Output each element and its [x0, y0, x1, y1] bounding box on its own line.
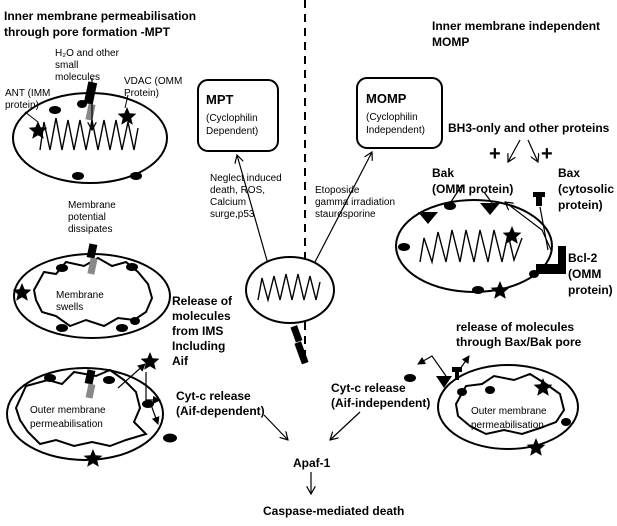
svg-text:(Cyclophilin Dependent): (Cyclophilin Dependent) — [206, 113, 260, 137]
released-molecule — [163, 433, 177, 443]
mitochondrion-pore-formation — [12, 81, 168, 184]
cytc-release-left: Cyt-c release (Aif-dependent) — [176, 389, 265, 418]
plus-sign-left: + — [489, 143, 501, 165]
svg-text:MOMP: MOMP — [366, 91, 407, 106]
membrane-potential-label: Membrane potential dissipates — [68, 200, 119, 235]
mitochondrion-outer-permeabilisation-right — [436, 364, 579, 456]
svg-text:MPT: MPT — [206, 92, 234, 107]
caspase-label: Caspase-mediated death — [263, 504, 404, 518]
release-ims-label: Release of molecules from IMS Including … — [172, 294, 235, 368]
apaf-label: Apaf-1 — [293, 456, 331, 470]
mpt-box: MPT (Cyclophilin Dependent) — [197, 79, 279, 152]
mitochondrion-bak-bax — [395, 199, 566, 299]
momp-box: MOMP (Cyclophilin Independent) — [356, 77, 443, 149]
h2o-label: H₂O and other small molecules — [55, 48, 122, 83]
bax-label: Bax (cytosolic protein) — [558, 166, 617, 212]
release-pore-label: release of molecules through Bax/Bak por… — [456, 320, 582, 349]
left-title: Inner membrane permeabilisation through … — [4, 9, 199, 39]
vdac-label: VDAC (OMM Protein) — [124, 76, 185, 99]
outer-perm-right-label: Outer membrane permeabilisation — [471, 406, 549, 431]
mitochondrion-swelling — [12, 243, 171, 339]
cytc-release-right: Cyt-c release (Aif-independent) — [331, 381, 430, 410]
released-star — [140, 352, 160, 370]
bh3-label: BH3-only and other proteins — [448, 121, 610, 135]
outer-perm-left-label: Outer membrane permeabilisation — [30, 405, 108, 430]
ant-label: ANT (IMM protein) — [5, 88, 53, 111]
bak-label: Bak (OMM protein) — [432, 166, 513, 196]
bcl2-label: Bcl-2 (OMM protein) — [568, 251, 613, 297]
plus-sign-right: + — [541, 143, 553, 165]
mitochondrion-outer-permeabilisation-left — [6, 367, 164, 467]
svg-text:(Cyclophilin Independent: (Cyclophilin Independent) — [366, 112, 425, 136]
membrane-swells-label: Membrane swells — [56, 290, 107, 313]
mpt-triggers: Neglect induced death, ROS, Calcium surg… — [210, 173, 285, 220]
right-title: Inner membrane independent MOMP — [432, 19, 603, 49]
mitochondrion-central — [245, 256, 335, 365]
momp-triggers: Etoposide gamma irradiation staurosporin… — [315, 185, 398, 220]
bax-marker — [533, 192, 545, 206]
released-molecule-right — [404, 374, 416, 382]
